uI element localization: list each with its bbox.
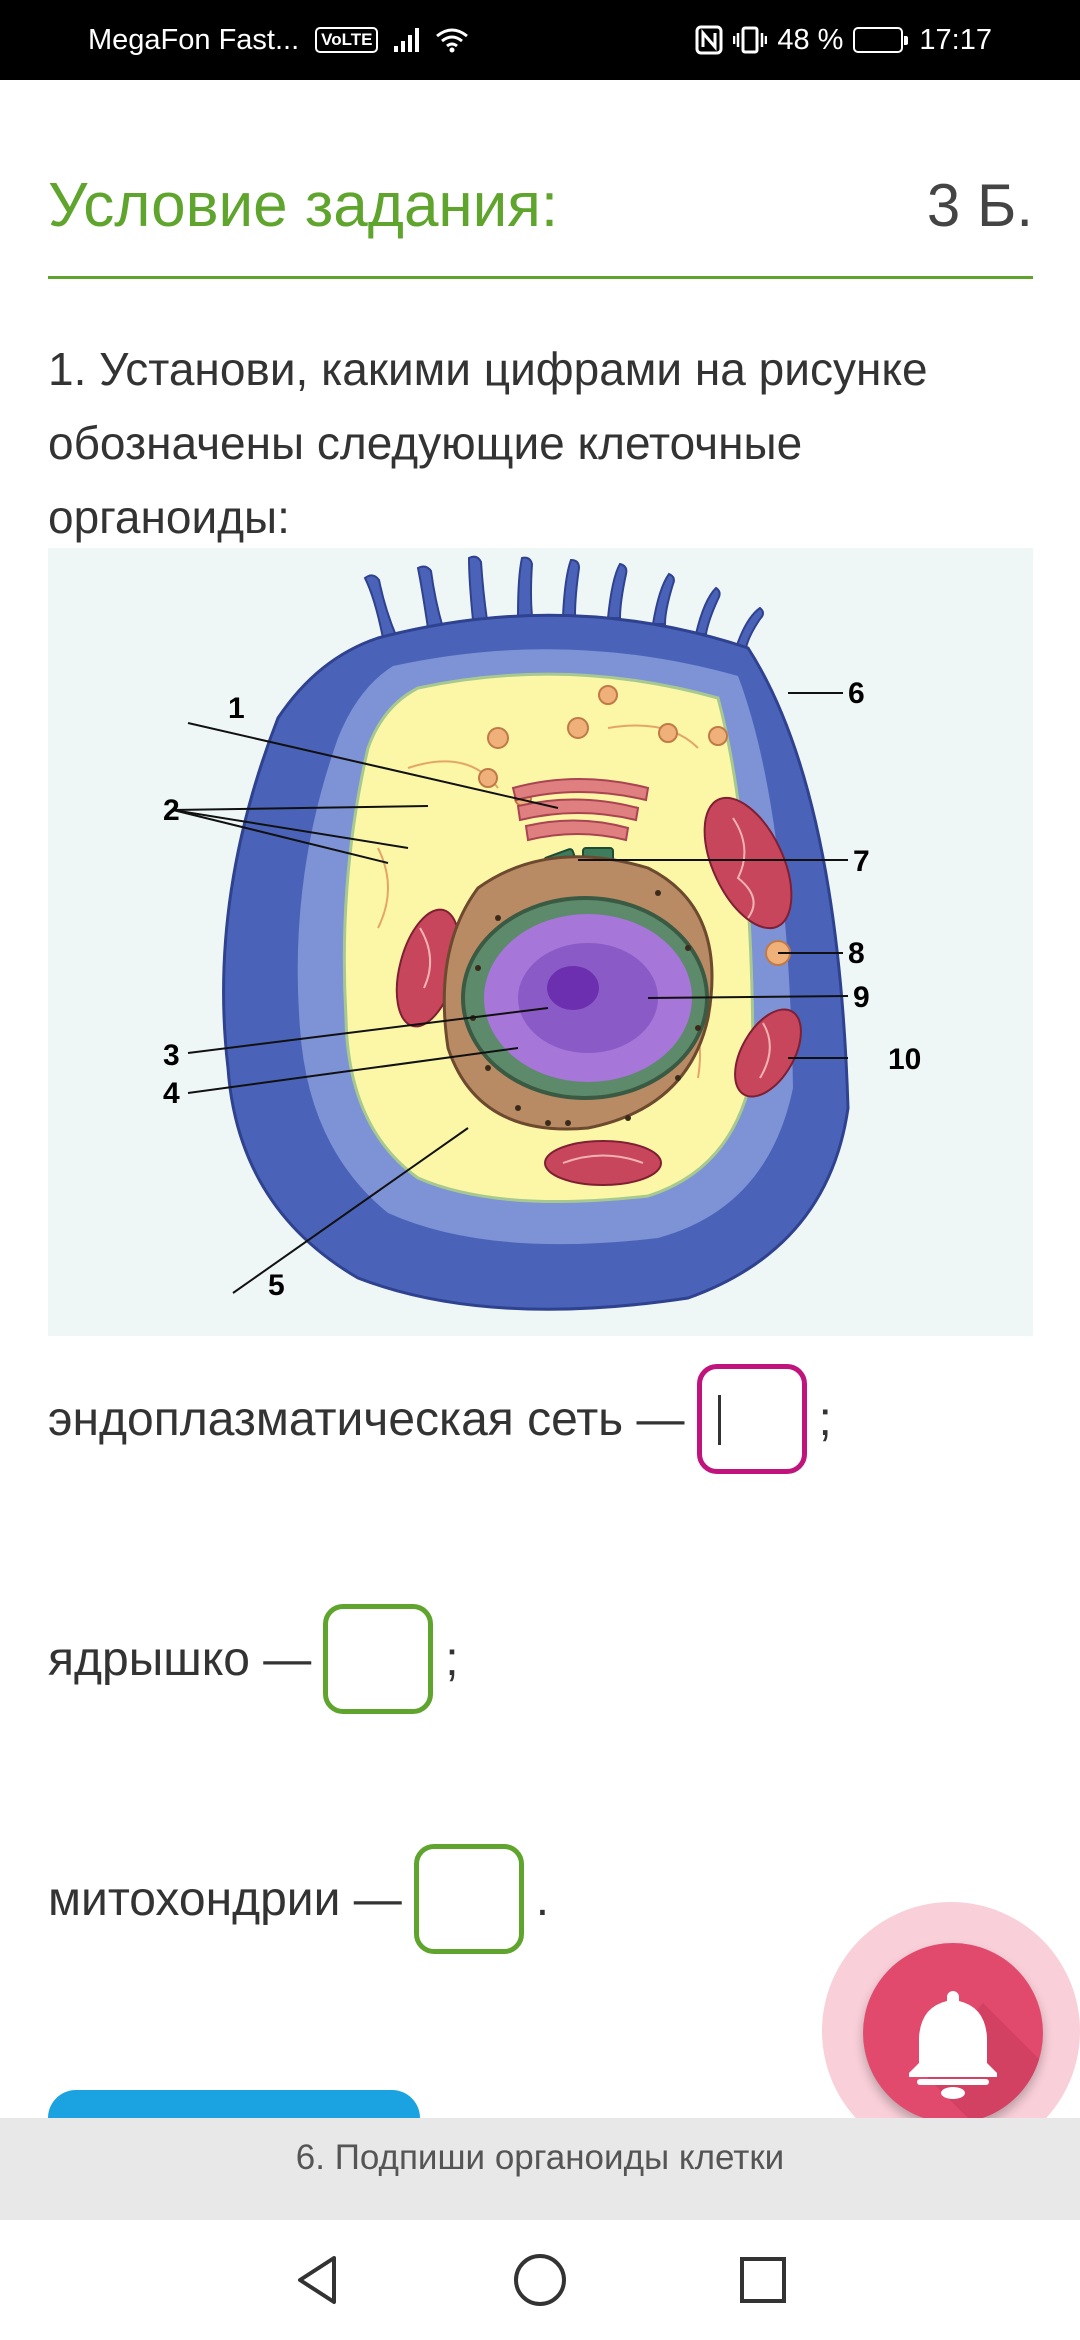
wifi-icon	[436, 28, 469, 53]
nucleolus	[547, 966, 599, 1010]
answer-label-er: эндоплазматическая сеть —	[48, 1392, 685, 1446]
vibrate-icon	[733, 26, 768, 54]
question-text: 1. Установи, какими цифрами на рисунке о…	[48, 343, 928, 543]
diagram-label-8: 8	[848, 937, 865, 970]
battery-percent: 48 %	[777, 23, 844, 56]
answer-row-er: эндоплазматическая сеть — ;	[48, 1364, 832, 1474]
diagram-label-1: 1	[228, 692, 245, 725]
nfc-icon	[695, 25, 723, 55]
answer-suffix-mitochondria: .	[535, 1872, 550, 1926]
signal-icon	[394, 28, 420, 52]
system-nav-bar	[0, 2220, 1080, 2340]
answer-input-nucleolus[interactable]	[323, 1604, 434, 1714]
mitochondria	[395, 796, 802, 1186]
task-header: Условие задания: 3 Б.	[48, 170, 1033, 241]
answer-suffix-er: ;	[818, 1392, 832, 1446]
answer-input-er[interactable]	[696, 1364, 807, 1474]
home-circle-icon[interactable]	[512, 2252, 568, 2308]
answer-label-mitochondria: митохондрии —	[48, 1872, 402, 1926]
microvilli	[363, 555, 764, 649]
status-bar: MegaFon Fast... VoLTE 48 % 17:17	[0, 0, 1080, 80]
volte-badge: VoLTE	[315, 27, 379, 53]
bell-icon	[909, 1991, 1043, 2123]
carrier-name: MegaFon Fast...	[88, 23, 300, 56]
diagram-label-4: 4	[163, 1077, 180, 1110]
cell-diagram: 1 2 3 4 5 6 7 8 9 10	[48, 548, 1033, 1336]
answer-row-mitochondria: митохондрии — .	[48, 1844, 549, 1954]
diagram-label-3: 3	[163, 1039, 180, 1072]
answer-row-nucleolus: ядрышко — ;	[48, 1604, 459, 1714]
notification-bell-button[interactable]	[863, 1943, 1043, 2123]
answer-input-mitochondria[interactable]	[413, 1844, 524, 1954]
golgi-apparatus	[511, 778, 650, 842]
diagram-label-2: 2	[163, 794, 180, 827]
back-triangle-icon[interactable]	[292, 2252, 342, 2308]
task-points: 3 Б.	[926, 172, 1033, 239]
diagram-label-7: 7	[853, 845, 870, 878]
header-divider	[48, 276, 1033, 279]
exercise-caption: 6. Подпиши органоиды клетки	[0, 2118, 1080, 2220]
diagram-label-10: 10	[888, 1043, 921, 1076]
recent-square-icon[interactable]	[738, 2255, 788, 2305]
text-cursor	[717, 1395, 721, 1445]
battery-icon	[853, 27, 909, 53]
diagram-label-5: 5	[268, 1269, 285, 1302]
task-title: Условие задания:	[48, 171, 559, 240]
answer-label-nucleolus: ядрышко —	[48, 1632, 312, 1686]
answer-suffix-nucleolus: ;	[445, 1632, 459, 1686]
diagram-label-6: 6	[848, 677, 865, 710]
clock: 17:17	[919, 23, 992, 56]
diagram-label-9: 9	[853, 981, 870, 1014]
